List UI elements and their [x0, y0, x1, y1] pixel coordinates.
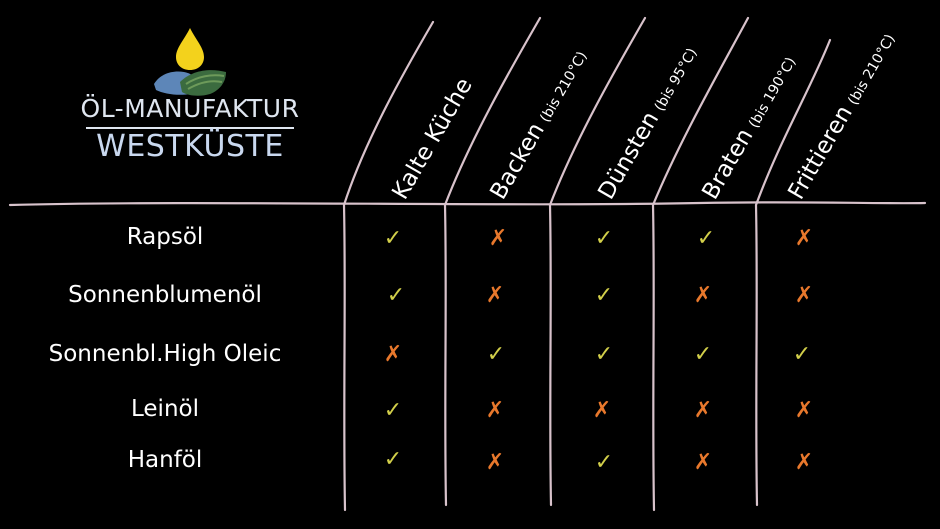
check-mark: ✓ — [386, 283, 406, 308]
check-mark: ✓ — [594, 283, 614, 308]
column-header-braten: Braten(bis 190°C) — [697, 54, 800, 204]
header-rule — [8, 201, 927, 207]
cross-mark: ✗ — [794, 450, 814, 475]
row-label-hanfoel: Hanföl — [127, 447, 203, 473]
cross-mark: ✗ — [693, 283, 713, 308]
column-header-duensten: Dünsten(bis 95°C) — [593, 45, 701, 204]
cross-mark: ✗ — [693, 450, 713, 475]
check-mark: ✓ — [696, 226, 716, 251]
row-label-sonnenblumenoel: Sonnenblumenöl — [68, 282, 262, 308]
check-mark: ✓ — [594, 342, 614, 367]
column-header-kalte-kueche: Kalte Küche — [387, 73, 478, 204]
cross-mark: ✗ — [485, 450, 505, 475]
column-header-frittieren: Frittieren(bis 210°C) — [783, 31, 899, 204]
brand-divider — [86, 127, 294, 129]
check-mark: ✓ — [383, 398, 403, 423]
cross-mark: ✗ — [794, 283, 814, 308]
brand-line1: ÖL-MANUFAKTUR — [80, 94, 300, 123]
cross-mark: ✗ — [383, 342, 403, 367]
row-label-leinoel: Leinöl — [131, 396, 199, 422]
cross-mark: ✗ — [488, 226, 508, 251]
column-header-backen: Backen(bis 210°C) — [485, 48, 591, 204]
check-mark: ✓ — [594, 450, 614, 475]
check-mark: ✓ — [383, 447, 403, 472]
check-mark: ✓ — [486, 342, 506, 367]
cross-mark: ✗ — [485, 398, 505, 423]
row-label-high-oleic: Sonnenbl.High Oleic — [48, 341, 282, 367]
cross-mark: ✗ — [794, 226, 814, 251]
brand-logo: ÖL-MANUFAKTUR WESTKÜSTE — [70, 24, 310, 174]
check-mark: ✓ — [594, 226, 614, 251]
check-mark: ✓ — [792, 342, 812, 367]
cross-mark: ✗ — [485, 283, 505, 308]
column-divider — [342, 20, 435, 512]
cross-mark: ✗ — [693, 398, 713, 423]
oil-drop-hills-icon — [154, 28, 226, 96]
check-mark: ✓ — [383, 226, 403, 251]
cross-mark: ✗ — [794, 398, 814, 423]
row-label-rapsoel: Rapsöl — [126, 224, 204, 250]
check-mark: ✓ — [693, 342, 713, 367]
cross-mark: ✗ — [592, 398, 612, 423]
brand-line2: WESTKÜSTE — [96, 129, 284, 164]
